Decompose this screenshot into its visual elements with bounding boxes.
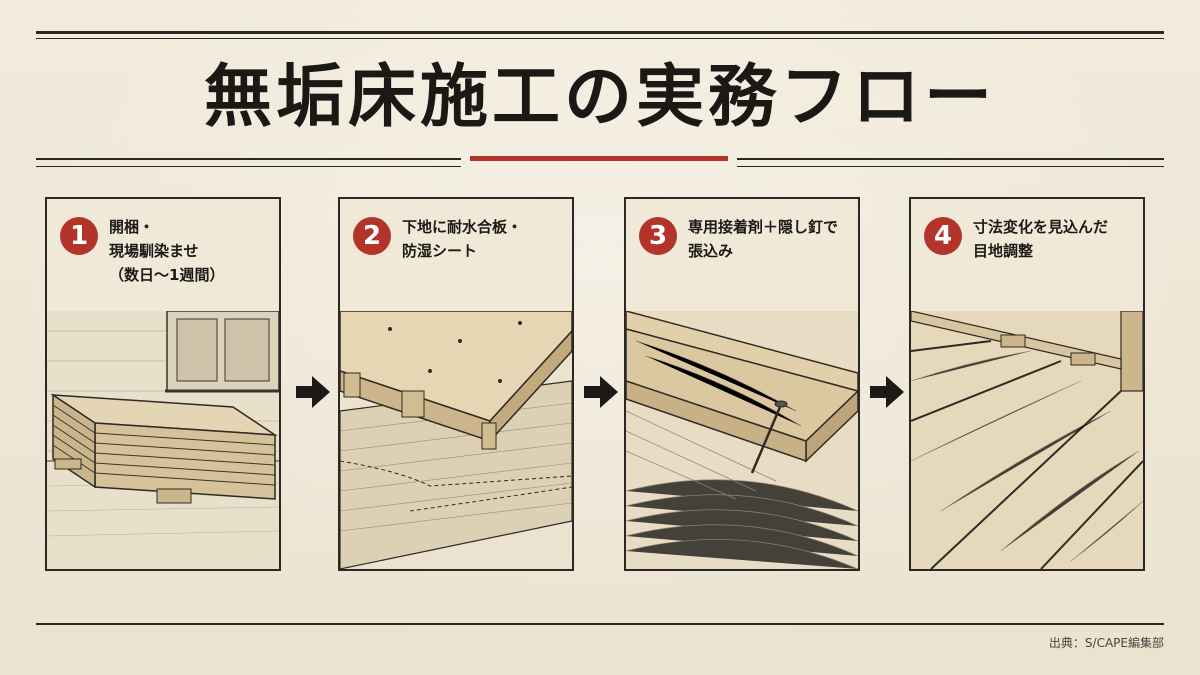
step-panel-3: 3 専用接着剤＋隠し釘で 張込み (624, 197, 860, 571)
bottom-rule (36, 623, 1164, 625)
illustration-glue-nail (626, 311, 858, 569)
right-arrow-icon (870, 376, 904, 408)
illustration-expansion-gaps (911, 311, 1143, 569)
step-label: 寸法変化を見込んだ 目地調整 (973, 218, 1109, 260)
step-label: 専用接着剤＋隠し釘で 張込み (688, 218, 839, 260)
right-arrow-icon (584, 376, 618, 408)
illustration-subfloor-plywood (340, 311, 572, 569)
illustration-stacked-planks (47, 311, 279, 569)
title-accent-bar (470, 156, 728, 161)
top-rule-thin (36, 38, 1164, 39)
step-panel-4: 4 寸法変化を見込んだ 目地調整 (909, 197, 1145, 571)
top-rule-thick (36, 31, 1164, 34)
source-credit: 出典：S/CAPE編集部 (1048, 636, 1164, 650)
title-rule-right (737, 158, 1164, 160)
step-number-badge: 1 (60, 217, 98, 255)
title-rule-left (36, 158, 461, 160)
page-title: 無垢床施工の実務フロー (203, 57, 996, 137)
title-rule-left-thin (36, 166, 461, 167)
step-number-badge: 2 (353, 217, 391, 255)
step-number-badge: 4 (924, 217, 962, 255)
step-panel-2: 2 下地に耐水合板・ 防湿シート (338, 197, 574, 571)
step-number-badge: 3 (639, 217, 677, 255)
right-arrow-icon (296, 376, 330, 408)
step-panel-1: 1 開梱・ 現場馴染ませ （数日〜1週間） (45, 197, 281, 571)
step-label: 下地に耐水合板・ 防湿シート (402, 218, 523, 260)
step-label: 開梱・ 現場馴染ませ （数日〜1週間） (109, 218, 225, 284)
title-rule-right-thin (737, 166, 1164, 167)
